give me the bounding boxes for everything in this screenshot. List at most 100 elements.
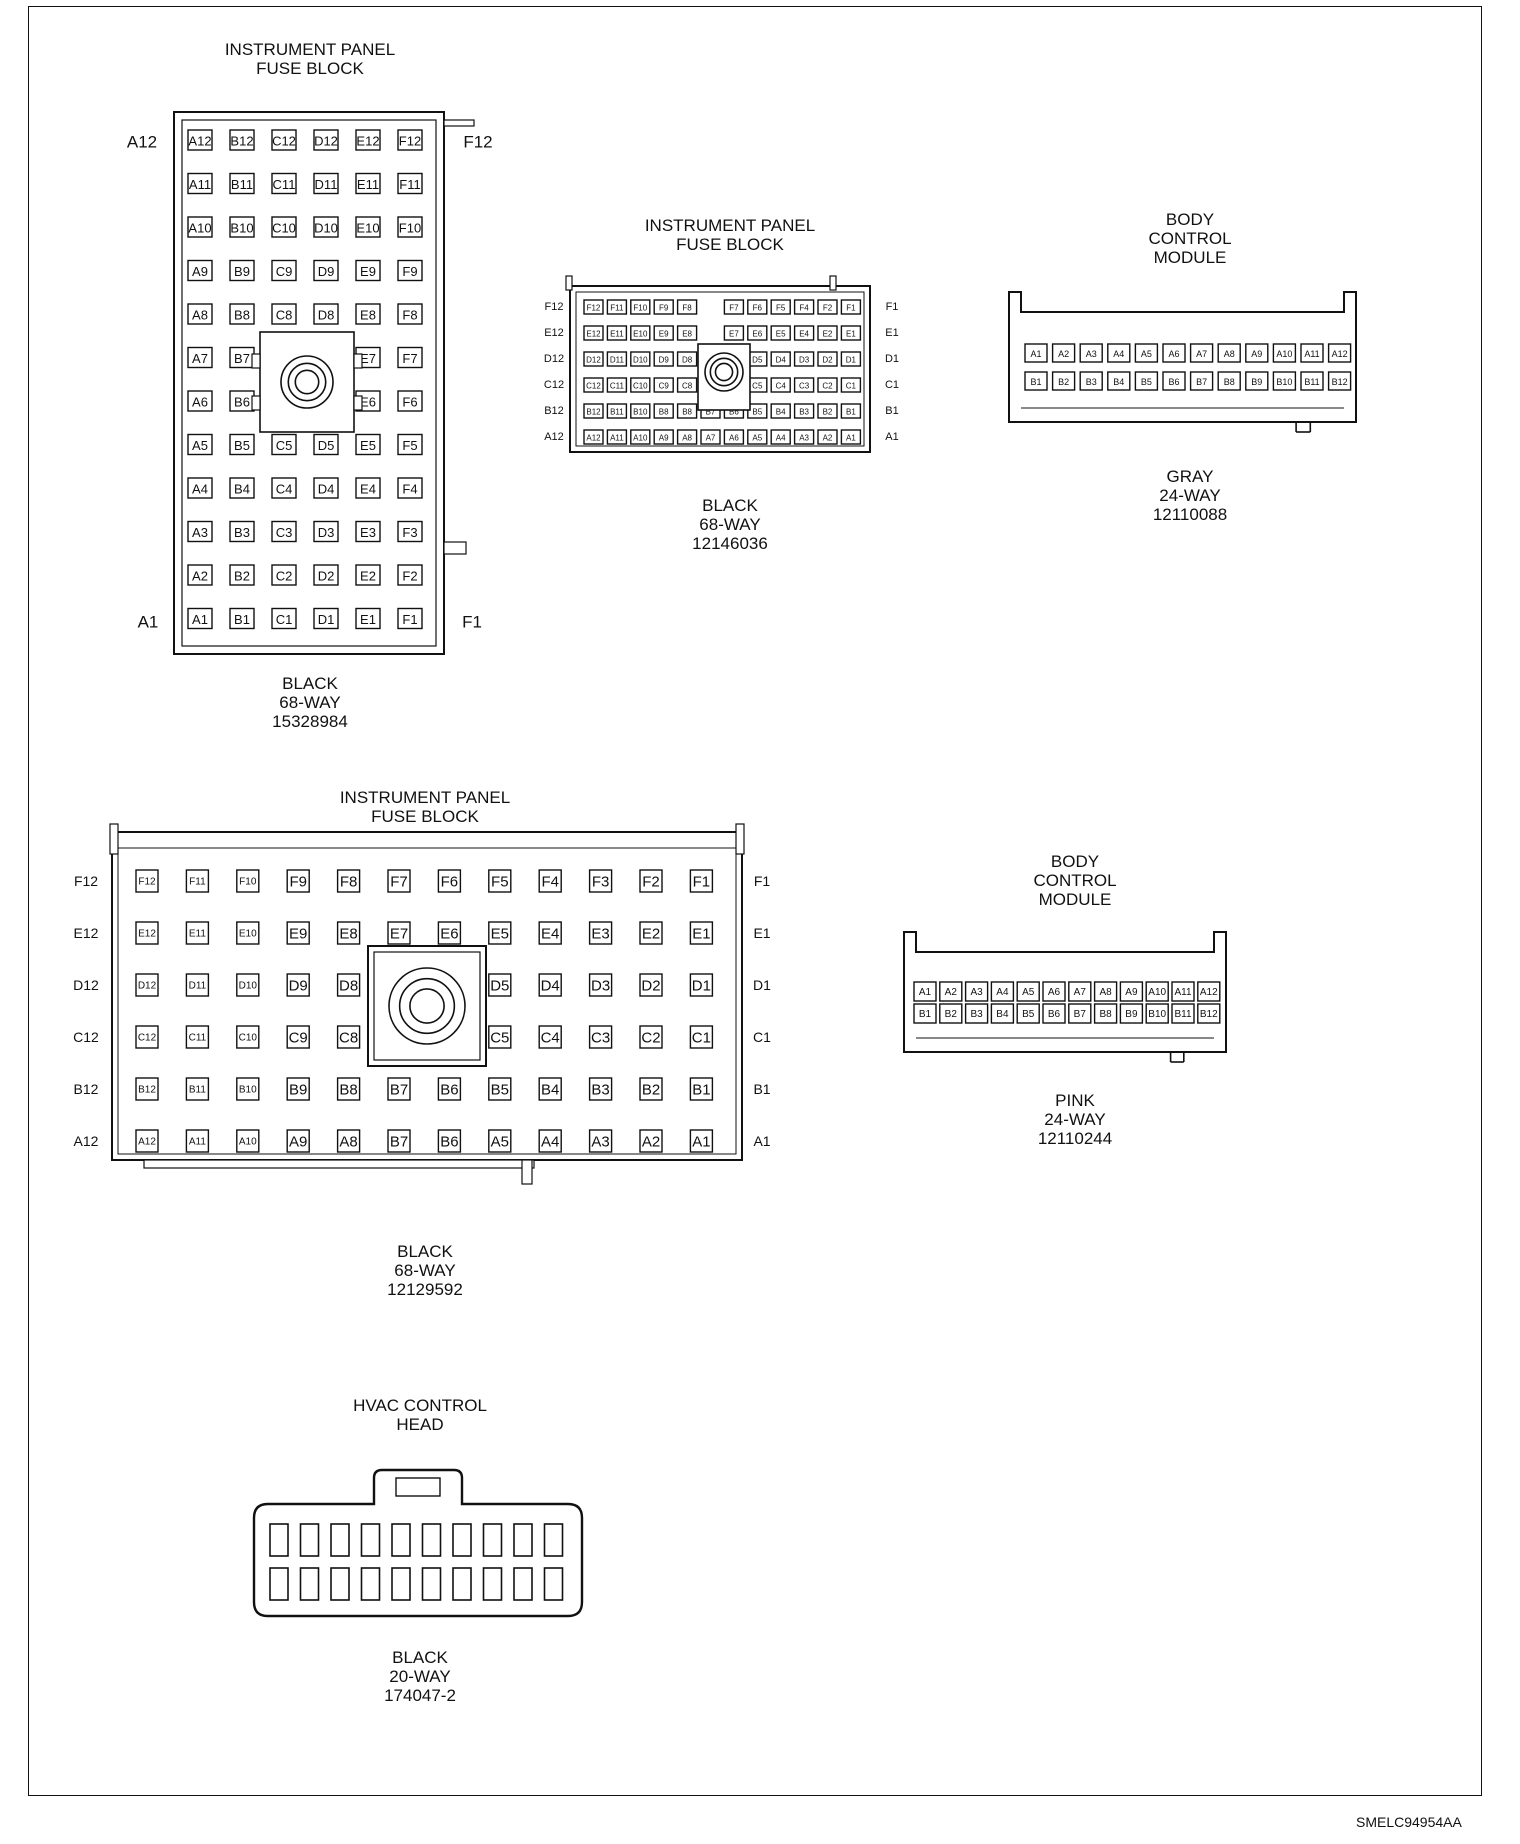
ipfb2-cavity-5-3-label: A9 [659,434,669,443]
ipfb3-body-inner [117,847,737,1155]
ipfb1-cavity-A9-label: A9 [192,264,208,279]
ipfb3-cavity-0-11 [689,869,714,893]
ipfb3-cavity-5-11 [689,1129,714,1153]
ipfb2-cavity-0-3-label: F9 [659,304,669,313]
bcm-gray-cavity-A11-label: A11 [1304,349,1319,359]
ipfb2-cavity-1-1 [606,325,628,341]
ipfb3-cavity-0-2 [236,869,260,893]
ipfb2-cavity-4-3 [653,403,674,419]
ipfb3-cavity-0-0 [135,869,159,893]
ipfb2-cavity-2-4-label: D8 [682,356,693,365]
ipfb1-cavity-D4-label: D4 [318,482,335,497]
ipfb3-cavity-1-0 [135,921,159,945]
hvac-cavity-1-2 [330,1567,350,1601]
ipfb3-cavity-0-4-label: F8 [340,874,358,891]
ipfb2-cavity-4-11 [840,403,862,419]
ipfb3-cavity-0-5-label: F7 [390,874,408,891]
ipfb1-cavity-E5-label: E5 [360,438,376,453]
ipfb1-cavity-F3-label: F3 [402,525,417,540]
ipfb2-cavity-4-8 [770,403,791,419]
ipfb1-corner-bottom-right: F1 [462,613,482,632]
ipfb1-top-tab [443,119,475,127]
bcm-pink-cavity-B5-label: B5 [1022,1009,1035,1020]
bcm-pink-cavity-A8 [1093,981,1118,1002]
ipfb1-cavity-E1-label: E1 [360,612,376,627]
ipfb2-cavity-2-11 [840,351,862,367]
ipfb1-cavity-F10 [397,216,423,238]
ipfb1-cavity-D9 [313,259,339,282]
ipfb1-cavity-B6-label: B6 [234,395,250,410]
ipfb1-cavity-A11 [187,172,213,195]
ipfb1-cavity-F8-label: F8 [402,308,417,323]
ipfb1-cavity-B10 [229,216,255,238]
ipfb2-cavity-1-9 [793,325,815,341]
ipfb2-cavity-0-9 [793,299,815,315]
ipfb2-cavity-5-9-label: A3 [799,434,809,443]
bcm-pink-cavity-A11-label: A11 [1174,987,1191,998]
ipfb2-cavity-4-1-label: B11 [610,408,624,417]
ipfb2-row-label-right-A1: A1 [885,431,898,443]
hvac-cavity-0-4 [391,1523,411,1557]
ipfb1-cavity-F3 [397,520,423,543]
bcm-pink-cavity-B5 [1016,1003,1040,1024]
ipfb3-cavity-5-1 [185,1129,210,1153]
hvac-cavity-1-4 [391,1567,411,1601]
ipfb1-cavity-D12-label: D12 [314,134,338,149]
ipfb3-cavity-4-0 [135,1077,159,1101]
ipfb1-cavity-F12 [397,129,423,151]
ipfb3-cavity-5-4-label: A8 [339,1134,357,1151]
ipfb3-cavity-2-0 [135,973,159,997]
bcm-pink-cavity-B7 [1068,1003,1092,1024]
hvac-cavity-1-9 [543,1567,564,1601]
bcm-gray-cavity-A11 [1300,343,1324,363]
bcm-gray-cavity-A9-label: A9 [1251,349,1262,359]
ipfb1-latch-mid [287,362,327,402]
ipfb2-cavity-5-2 [630,429,651,445]
ipfb3-cavity-5-0 [135,1129,159,1153]
ipfb3-cavity-3-9 [588,1025,613,1049]
ipfb2-cavity-5-2-label: A10 [633,434,648,443]
ipfb3-cavity-5-0-label: A12 [138,1137,156,1148]
ipfb2-cavity-3-0 [583,377,604,393]
bcm-gray-cavity-A7 [1189,343,1214,363]
ipfb2-cavity-2-1-label: D11 [610,356,625,365]
ipfb1-cavity-B7-label: B7 [234,351,250,366]
ipfb2-cavity-5-3 [653,429,674,445]
ipfb3-post-left [109,823,119,855]
bcm-gray-cavity-A8-label: A8 [1224,349,1235,359]
ipfb3-cavity-1-9-label: E3 [591,926,609,943]
ipfb2-cavity-5-10-label: A2 [823,434,833,443]
ipfb3-cavity-5-8-label: A4 [541,1134,559,1151]
bcm-pink-cavity-B10 [1145,1003,1169,1024]
hvac-cavity-0-7 [482,1523,503,1557]
ipfb2-cavity-4-0 [583,403,604,419]
bcm-gray-cavity-A7-label: A7 [1196,349,1207,359]
bcm-gray-cavity-B1-label: B1 [1030,377,1041,387]
ipfb1-cavity-A3 [187,520,213,543]
ipfb1-cavity-E12-label: E12 [356,134,379,149]
ipfb3-cavity-0-4 [336,869,361,893]
ipfb1-cavity-D2-label: D2 [318,569,335,584]
ipfb3-cavity-0-0-label: F12 [138,877,156,888]
ipfb1-latch-tab-r1 [353,353,363,369]
ipfb3-row-label-left-C12: C12 [73,1029,99,1045]
ipfb3-cavity-4-3 [286,1077,310,1101]
ipfb3-cavity-5-5 [387,1129,411,1153]
ipfb3-cavity-4-1 [185,1077,210,1101]
bcm-gray-cavity-A12 [1327,343,1352,363]
ipfb3-cavity-0-5 [387,869,411,893]
ipfb3-cavity-3-7-label: C5 [490,1030,509,1047]
ipfb1-cavity-B11 [229,172,255,195]
bcm-pink-cavity-B11 [1171,1003,1195,1024]
ipfb2-cavity-4-8-label: B4 [776,408,786,417]
ipfb2-cavity-3-9-label: C3 [799,382,810,391]
ipfb2-cavity-4-3-label: B8 [659,408,669,417]
ipfb2-cavity-5-0-label: A12 [586,434,601,443]
ipfb2-cavity-3-7-label: C5 [752,382,763,391]
bcm-gray-cavity-B7 [1189,371,1214,391]
